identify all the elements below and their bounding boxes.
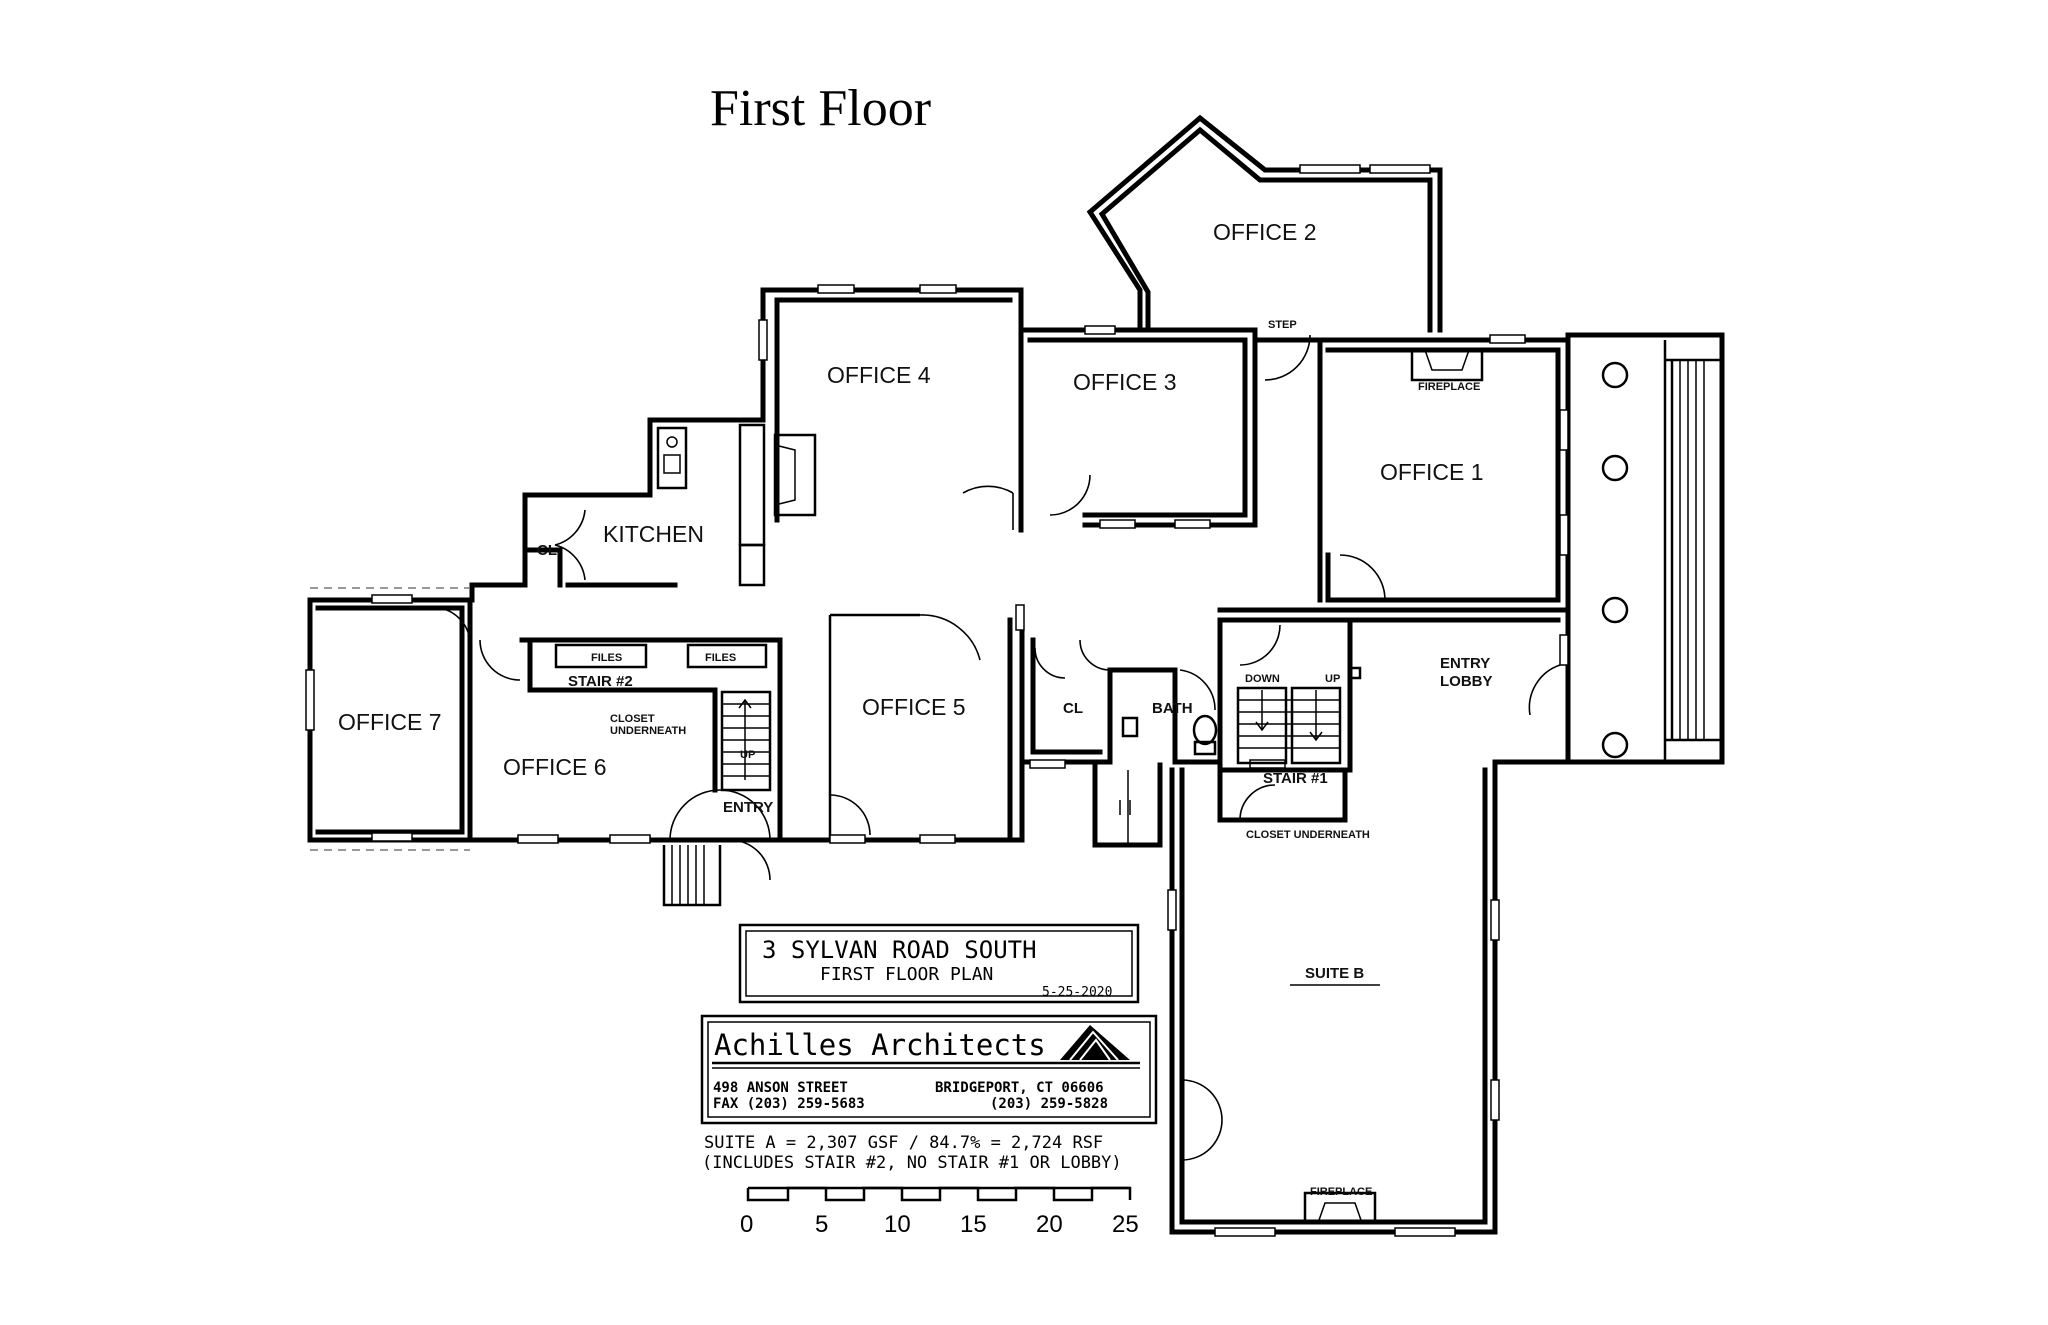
room-label-office-6: OFFICE 6 [503,754,607,780]
plan-title: First Floor [710,80,931,137]
room-label-office-5: OFFICE 5 [862,694,966,720]
suite-area-line-1: SUITE A = 2,307 GSF / 84.7% = 2,724 RSF [704,1133,1103,1153]
annotations: STEP FIREPLACE FIREPLACE FILES FILES STA… [568,319,1480,1198]
label-step: STEP [1268,319,1297,331]
label-closet-under-2b: UNDERNEATH [610,725,686,737]
room-label-entry-lobby-2: LOBBY [1440,673,1493,690]
label-up-stair-1: UP [1325,673,1340,685]
exterior-walls [307,114,1725,1235]
room-label-cl-kitchen: CL [537,542,557,559]
scale-tick-5: 5 [815,1211,828,1238]
windows [305,164,1569,1237]
room-label-entry: ENTRY [723,799,773,816]
room-label-cl-main: CL [1063,700,1083,717]
label-files-2: FILES [705,652,736,664]
label-up-stair-2: UP [740,749,755,761]
room-label-office-7: OFFICE 7 [338,709,442,735]
label-stair-1: STAIR #1 [1263,770,1328,787]
scale-tick-20: 20 [1036,1211,1063,1238]
room-label-office-3: OFFICE 3 [1073,369,1177,395]
scale-tick-0: 0 [740,1211,753,1238]
title-block: 3 SYLVAN ROAD SOUTH FIRST FLOOR PLAN 5-2… [700,923,1158,1173]
firm-city: BRIDGEPORT, CT 06606 [935,1080,1104,1096]
doors [439,334,1561,1161]
label-fireplace-bottom: FIREPLACE [1310,1186,1372,1198]
title-block-date: 5-25-2020 [1042,985,1112,1000]
scale-tick-15: 15 [960,1211,987,1238]
scale-bar: 0 5 10 15 20 25 [740,1186,1139,1238]
room-label-entry-lobby-1: ENTRY [1440,655,1490,672]
room-label-office-1: OFFICE 1 [1380,459,1484,485]
firm-name: Achilles Architects [714,1028,1046,1062]
room-labels: OFFICE 2 OFFICE 4 OFFICE 3 OFFICE 1 KITC… [338,219,1493,986]
room-label-office-4: OFFICE 4 [827,362,931,388]
room-label-kitchen: KITCHEN [603,521,704,547]
label-closet-under-1: CLOSET UNDERNEATH [1246,829,1370,841]
firm-phone: (203) 259-5828 [990,1096,1108,1112]
scale-tick-10: 10 [884,1211,911,1238]
scale-tick-25: 25 [1112,1211,1139,1238]
room-label-suite-b: SUITE B [1305,965,1364,982]
room-label-bath: BATH [1152,700,1193,717]
room-label-office-2: OFFICE 2 [1213,219,1317,245]
label-stair-2: STAIR #2 [568,673,633,690]
title-block-plan-name: FIRST FLOOR PLAN [820,964,993,985]
title-block-address: 3 SYLVAN ROAD SOUTH [762,936,1037,964]
firm-logo [1060,1025,1130,1061]
label-fireplace-top: FIREPLACE [1418,381,1480,393]
label-down: DOWN [1245,673,1280,685]
label-closet-under-2a: CLOSET [610,713,655,725]
firm-fax: FAX (203) 259-5683 [713,1096,865,1112]
fixtures [554,348,1629,1225]
label-files-1: FILES [591,652,622,664]
firm-street: 498 ANSON STREET [713,1080,848,1096]
suite-area-line-2: (INCLUDES STAIR #2, NO STAIR #1 OR LOBBY… [702,1153,1122,1173]
